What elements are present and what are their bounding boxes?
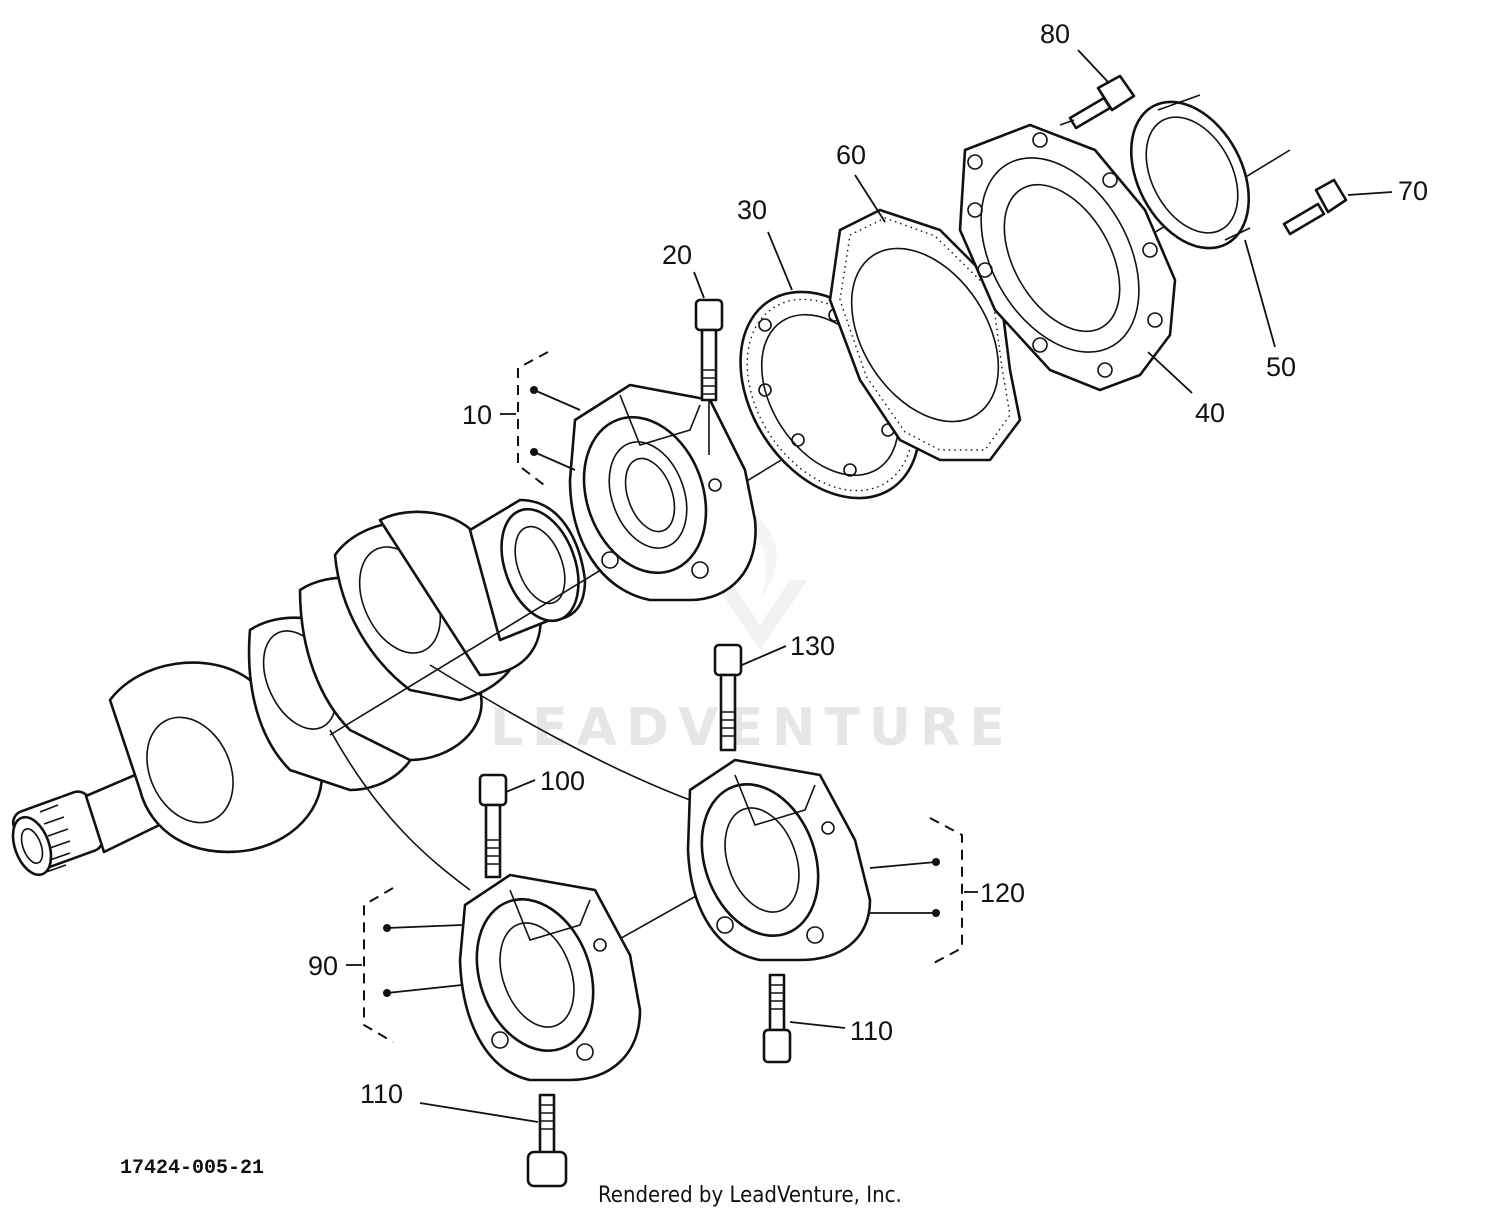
callout-80: 80 — [1040, 19, 1070, 49]
callout-110-bottom: 110 — [360, 1079, 403, 1109]
callout-130: 130 — [790, 631, 835, 661]
part-40-front-cover — [958, 123, 1177, 392]
watermark-logo — [712, 500, 808, 650]
callout-120: 120 — [980, 878, 1025, 908]
bolt-100 — [478, 773, 508, 879]
figure-id: 17424-005-21 — [120, 1157, 264, 1180]
callout-110-right: 110 — [850, 1016, 893, 1046]
callout-90: 90 — [308, 951, 338, 981]
bolt-80 — [1059, 74, 1136, 130]
part-50-seal — [1129, 94, 1251, 250]
bolt-110-bottom — [526, 1093, 568, 1188]
bolt-130 — [713, 643, 743, 752]
part-90-bearing-housing — [458, 873, 642, 1082]
callout-100: 100 — [540, 766, 585, 796]
credit-line: Rendered by LeadVenture, Inc. — [598, 1183, 902, 1208]
watermark-text: LEADVENTURE — [490, 698, 1014, 758]
callout-40: 40 — [1195, 398, 1225, 428]
callout-30: 30 — [737, 195, 767, 225]
part-10-bearing-housing — [568, 383, 757, 602]
callout-20: 20 — [662, 240, 692, 270]
crankshaft — [11, 498, 587, 877]
part-60-plate — [828, 208, 1022, 462]
bolt-70 — [1282, 178, 1348, 236]
bolt-20 — [694, 298, 724, 455]
bolt-110-right — [762, 973, 792, 1064]
callout-60: 60 — [836, 140, 866, 170]
part-120-bearing-housing — [686, 758, 872, 962]
callout-70: 70 — [1398, 176, 1428, 206]
callout-50: 50 — [1266, 352, 1296, 382]
callout-10: 10 — [462, 400, 492, 430]
